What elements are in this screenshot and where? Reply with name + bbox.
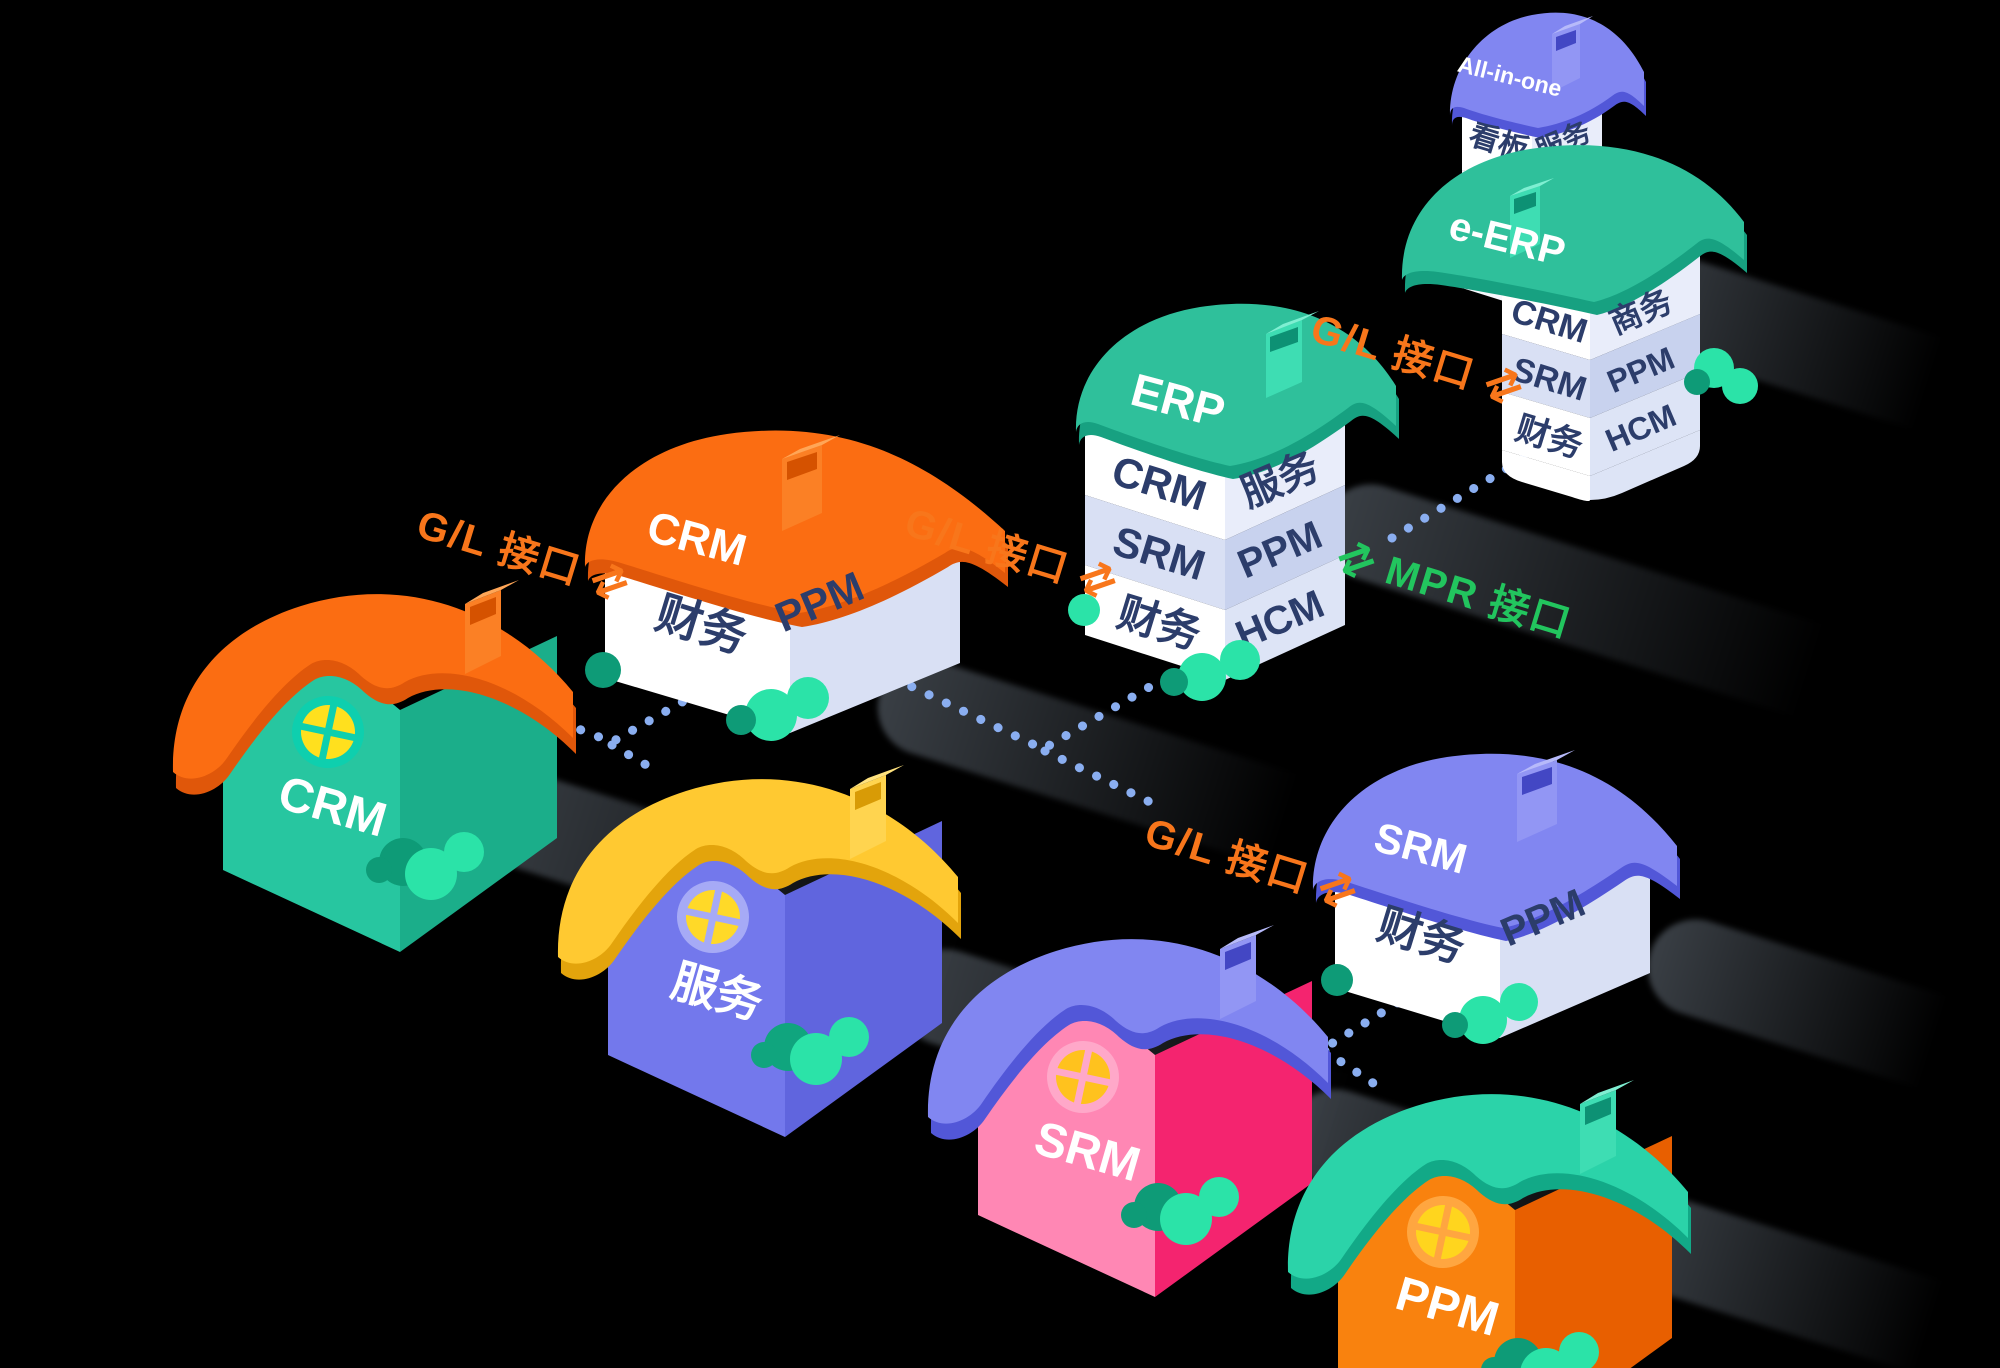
line-junction-srmbuilding (1040, 746, 1159, 809)
srm-house-chimney-inner (1225, 942, 1251, 970)
ppm-house-chimney-top (1580, 1080, 1634, 1104)
bush-icon (1220, 640, 1260, 680)
bush-icon (1199, 1177, 1239, 1217)
crm-house-chimney-inner (470, 597, 496, 625)
bush-icon (1321, 964, 1353, 996)
bush-icon (787, 677, 829, 719)
bush-icon (405, 848, 457, 900)
bush-icon (1068, 594, 1100, 626)
bush-icon (1559, 1332, 1599, 1368)
crmfin-right-face (790, 540, 960, 733)
erp-building: ERP CRM SRM 财务 服务 PPM HCM (1068, 303, 1399, 701)
eerp-tier (1502, 334, 1590, 418)
crm-house: CRM (172, 580, 577, 952)
erp-tier (1085, 565, 1225, 680)
srmfin-chimney-inner (1522, 767, 1552, 795)
exchange-arrows-icon: ⇄ (1330, 528, 1384, 590)
bush-icon (585, 652, 621, 688)
crmfin-chimney-top (782, 435, 840, 459)
erp-tier (1225, 415, 1345, 540)
eerp-tier (1590, 256, 1700, 360)
crm-fin-building: CRM 财务 PPM (584, 430, 1008, 741)
eerp-tier (1502, 392, 1590, 476)
bush-icon (726, 705, 756, 735)
crm-house-chimney-top (465, 580, 519, 604)
erp-chimney-inner (1270, 327, 1298, 352)
eerp-tier (1590, 372, 1700, 476)
bush-icon (1121, 1202, 1147, 1228)
eerp-chimney-inner (1514, 192, 1536, 214)
bush-icon (1160, 1193, 1212, 1245)
srmfin-right-face (1500, 865, 1650, 1038)
bush-icon (829, 1017, 869, 1057)
erp-roof (1075, 303, 1396, 466)
erp-chimney-top (1266, 311, 1319, 334)
bush-icon (1459, 996, 1507, 1044)
srm-house-chimney-top (1220, 925, 1274, 949)
eerp-base (1590, 430, 1700, 500)
srmfin-chimney-top (1517, 750, 1575, 774)
service-house-chimney-inner (855, 782, 881, 810)
eerp-chimney-top (1510, 178, 1554, 196)
round-window-icon (292, 696, 364, 768)
bush-icon (1481, 1357, 1507, 1368)
srm-house: SRM (927, 925, 1331, 1297)
erp-tier (1085, 495, 1225, 610)
srm-fin-building: SRM 财务 PPM (1312, 750, 1680, 1044)
service-house-chimney-top (850, 765, 904, 789)
erp-tier (1085, 425, 1225, 540)
all-in-one-tower: All-in-one 看板 服务 EDMS e-ERP CRM SRM 财务 商… (1401, 12, 1758, 501)
bush-icon (745, 689, 797, 741)
tower-roof (1449, 12, 1644, 128)
eerp-tier (1590, 314, 1700, 418)
round-window-icon (1047, 1041, 1119, 1113)
bush-icon (1684, 369, 1710, 395)
bush-icon (444, 832, 484, 872)
ppm-house: PPM (1287, 1080, 1691, 1368)
tower-chimney-top (1552, 16, 1593, 34)
round-window-icon (677, 881, 749, 953)
ppm-house-chimney-inner (1585, 1097, 1611, 1125)
bush-icon (790, 1033, 842, 1085)
bush-icon (366, 857, 392, 883)
bush-icon (1520, 1348, 1572, 1368)
bush-icon (1722, 368, 1758, 404)
bush-icon (1160, 668, 1188, 696)
eerp-base (1502, 450, 1590, 501)
bush-icon (1178, 653, 1226, 701)
bush-icon (1500, 983, 1538, 1021)
bush-icon (1442, 1012, 1468, 1038)
tower-chimney-inner (1556, 30, 1576, 51)
bush-icon (751, 1042, 777, 1068)
erp-tier (1225, 485, 1345, 610)
round-window-icon (1407, 1196, 1479, 1268)
service-house: 服务 (557, 765, 961, 1137)
eerp-roof (1401, 145, 1744, 302)
crmfin-chimney-inner (787, 452, 817, 480)
srmfin-roof (1312, 753, 1677, 928)
